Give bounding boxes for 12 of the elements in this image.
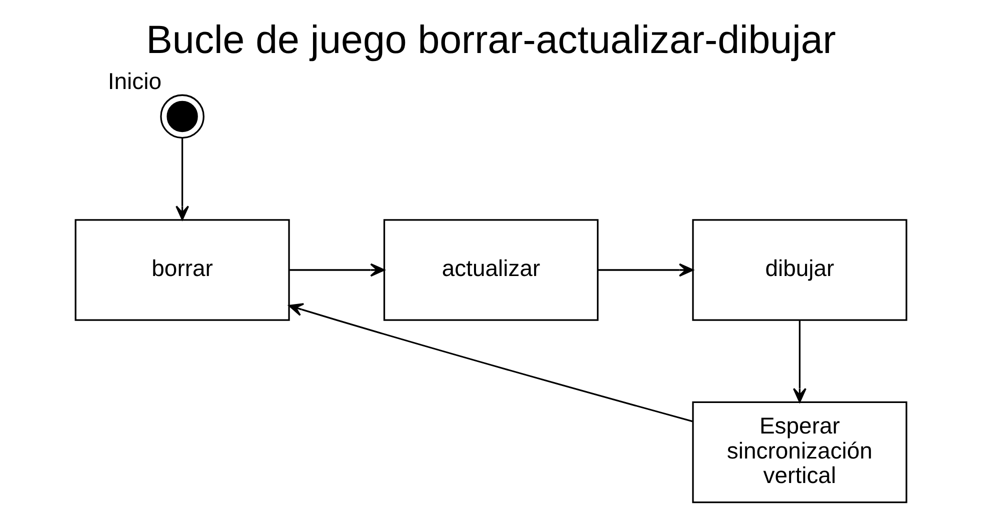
arrow [598, 263, 694, 277]
node-box: actualizar [382, 219, 598, 321]
node-label: Inicio [107, 68, 161, 94]
node-circle [160, 94, 204, 139]
node-box: Esperar sincronización vertical [692, 401, 907, 504]
node-box: borrar [74, 219, 290, 321]
arrow [289, 263, 384, 277]
node-box: dibujar [692, 219, 907, 321]
diagram-title: Bucle de juego borrar-actualizar-dibujar [146, 18, 836, 62]
arrow [288, 303, 692, 422]
arrow [175, 138, 189, 220]
arrow [792, 320, 806, 403]
